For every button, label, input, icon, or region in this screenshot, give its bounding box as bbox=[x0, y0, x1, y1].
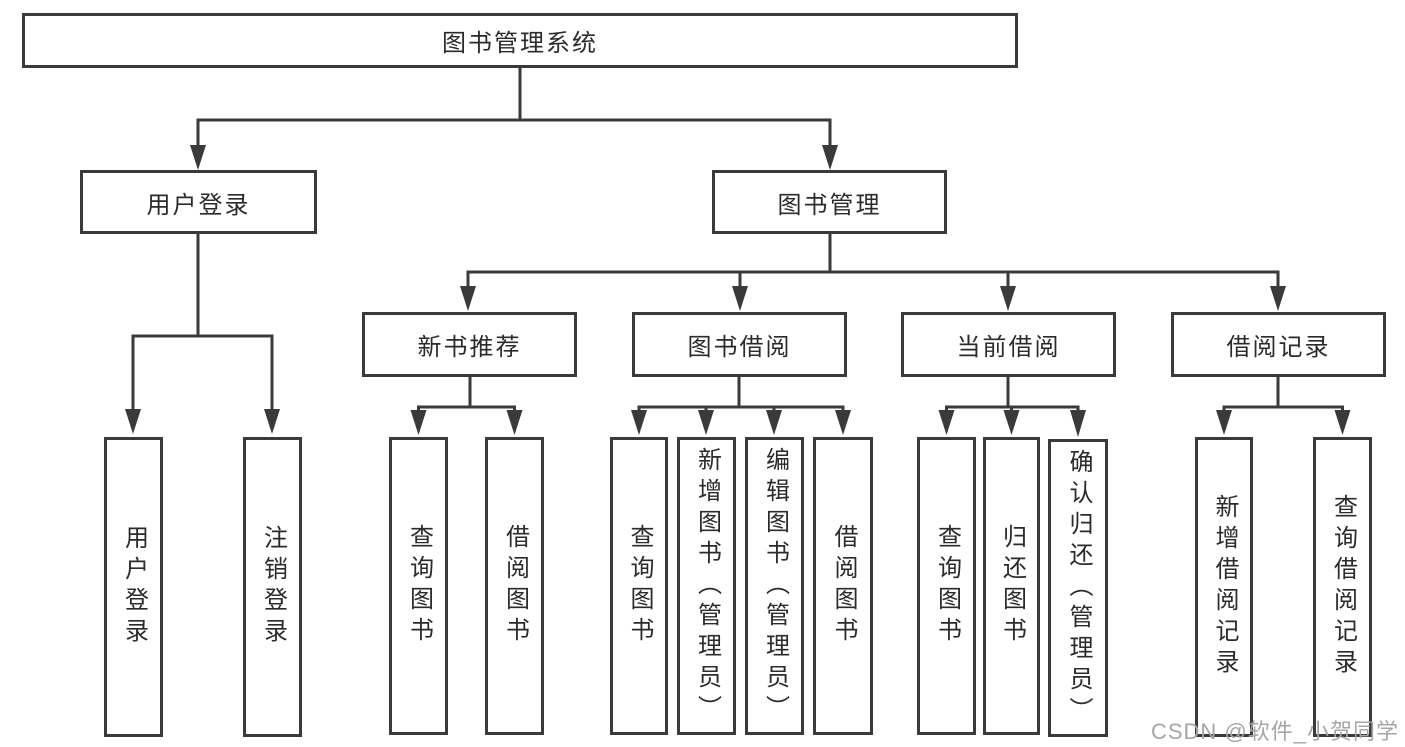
leaf-borrow-books-label: 借阅图书 bbox=[830, 524, 857, 648]
node-book-management-label: 图书管理 bbox=[777, 191, 882, 219]
leaf-borrow-books: 借阅图书 bbox=[813, 437, 873, 735]
leaf-user-login-label: 用户登录 bbox=[120, 525, 148, 649]
node-new-book-recommend: 新书推荐 bbox=[362, 312, 577, 377]
leaf-query-books-recommend-label: 查询图书 bbox=[405, 524, 433, 648]
node-borrow-records-label: 借阅记录 bbox=[1226, 334, 1331, 361]
leaf-borrow-books-recommend: 借阅图书 bbox=[485, 437, 544, 735]
node-root-label: 图书管理系统 bbox=[442, 30, 598, 57]
leaf-add-borrow-record: 新增借阅记录 bbox=[1195, 437, 1253, 737]
leaf-add-books-admin: 新增图书（管理员） bbox=[677, 437, 736, 735]
node-book-management: 图书管理 bbox=[712, 170, 947, 234]
leaf-edit-books-admin-label: 编辑图书（管理员） bbox=[761, 446, 789, 726]
watermark: CSDN @软件_小贺同学 bbox=[1150, 719, 1399, 744]
leaf-query-borrow-record: 查询借阅记录 bbox=[1313, 437, 1372, 737]
node-current-borrow: 当前借阅 bbox=[901, 312, 1116, 377]
leaf-query-books-current: 查询图书 bbox=[917, 437, 976, 735]
leaf-add-books-admin-label: 新增图书（管理员） bbox=[693, 446, 721, 726]
node-borrow-records: 借阅记录 bbox=[1171, 312, 1386, 377]
leaf-return-books-label: 归还图书 bbox=[998, 524, 1026, 648]
leaf-query-books-recommend: 查询图书 bbox=[389, 437, 448, 735]
leaf-borrow-books-recommend-label: 借阅图书 bbox=[501, 524, 529, 648]
leaf-logout-login-label: 注销登录 bbox=[259, 525, 287, 649]
leaf-add-borrow-record-label: 新增借阅记录 bbox=[1211, 494, 1238, 680]
node-book-borrow: 图书借阅 bbox=[632, 312, 847, 377]
node-user-login: 用户登录 bbox=[80, 170, 317, 234]
leaf-query-books-current-label: 查询图书 bbox=[933, 524, 961, 648]
leaf-query-borrow-record-label: 查询借阅记录 bbox=[1329, 494, 1357, 680]
leaf-confirm-return-admin: 确认归还（管理员） bbox=[1048, 439, 1108, 737]
leaf-user-login: 用户登录 bbox=[104, 437, 163, 737]
leaf-edit-books-admin: 编辑图书（管理员） bbox=[745, 437, 804, 735]
node-root: 图书管理系统 bbox=[22, 13, 1018, 68]
leaf-return-books: 归还图书 bbox=[983, 437, 1040, 735]
node-book-borrow-label: 图书借阅 bbox=[687, 334, 792, 361]
leaf-logout-login: 注销登录 bbox=[243, 437, 302, 737]
leaf-confirm-return-admin-label: 确认归还（管理员） bbox=[1065, 448, 1092, 728]
node-current-borrow-label: 当前借阅 bbox=[956, 334, 1061, 361]
node-new-book-recommend-label: 新书推荐 bbox=[417, 334, 522, 361]
leaf-query-books-borrow: 查询图书 bbox=[610, 437, 668, 735]
leaf-query-books-borrow-label: 查询图书 bbox=[626, 524, 653, 648]
node-user-login-label: 用户登录 bbox=[146, 191, 251, 219]
arrowheads bbox=[125, 145, 1351, 437]
